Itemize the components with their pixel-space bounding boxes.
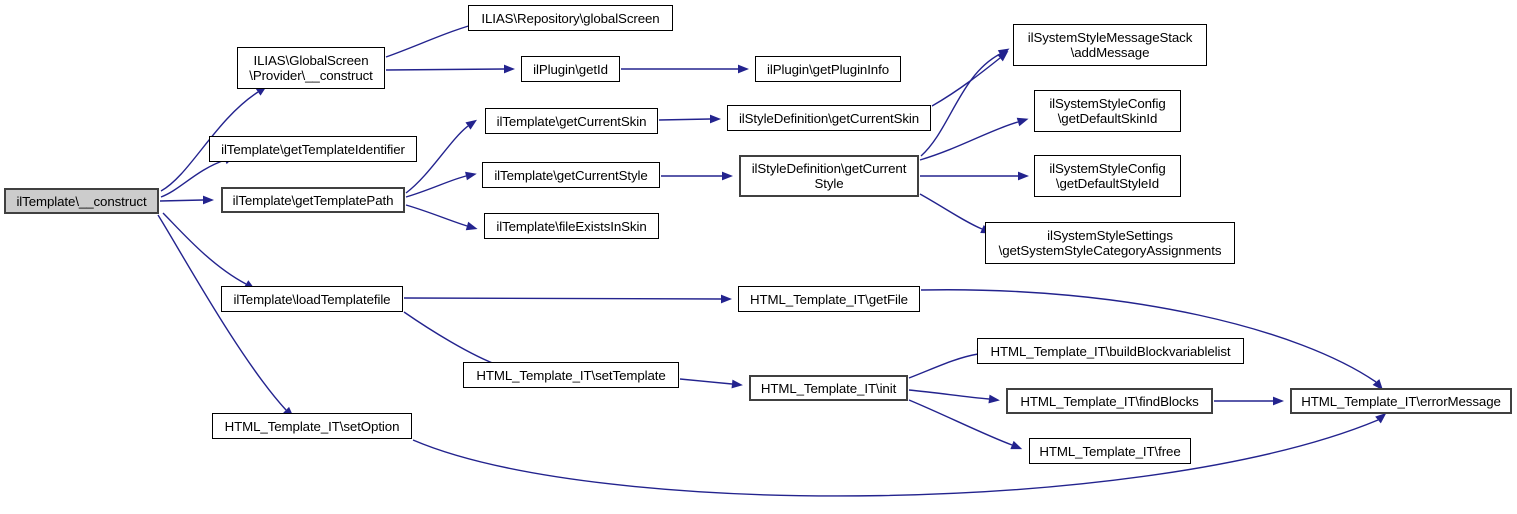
arrowhead-findblocks-to-errormessage	[1273, 396, 1284, 406]
graph-node-setoption[interactable]: HTML_Template_IT\setOption	[212, 413, 412, 439]
arrowhead-gettemplatepath-to-fileexistsinskin	[465, 221, 478, 231]
graph-node-init[interactable]: HTML_Template_IT\init	[749, 375, 908, 401]
graph-node-label: ilPlugin\getId	[533, 61, 608, 77]
graph-node-getcurrentskin[interactable]: ilTemplate\getCurrentSkin	[485, 108, 658, 134]
edge-init-to-findblocks	[908, 389, 990, 400]
arrowhead-sdgetcurrentstyle-to-addmessage	[997, 48, 1010, 58]
graph-node-buildblockvarlist[interactable]: HTML_Template_IT\buildBlockvariablelist	[977, 338, 1244, 364]
graph-node-label: ilSystemStyleSettings \getSystemStyleCat…	[998, 228, 1222, 258]
edge-sdgetcurrentstyle-to-categoryassign	[919, 193, 983, 230]
graph-node-label: HTML_Template_IT\setTemplate	[476, 367, 666, 383]
graph-node-label: ilSystemStyleMessageStack \addMessage	[1027, 30, 1193, 60]
graph-node-label: ILIAS\Repository\globalScreen	[481, 10, 660, 26]
arrowhead-init-to-free	[1010, 440, 1023, 450]
graph-node-label: ilTemplate\getCurrentSkin	[496, 113, 647, 129]
edge-root-to-loadtemplatefile	[162, 212, 247, 285]
edge-gettemplatepath-to-fileexistsinskin	[405, 204, 468, 227]
graph-node-sdgetcurrentstyle[interactable]: ilStyleDefinition\getCurrent Style	[739, 155, 919, 197]
edge-sdgetcurrentskin-to-addmessage	[931, 57, 1001, 107]
arrowhead-getcurrentskin-to-sdgetcurrentskin	[710, 114, 721, 124]
arrowhead-init-to-findblocks	[988, 394, 1000, 404]
graph-node-label: HTML_Template_IT\findBlocks	[1020, 393, 1199, 409]
graph-node-free[interactable]: HTML_Template_IT\free	[1029, 438, 1191, 464]
arrowhead-root-to-gettemplatepath	[203, 195, 214, 205]
graph-node-fileexistsinskin[interactable]: ilTemplate\fileExistsInSkin	[484, 213, 659, 239]
arrowhead-sdgetcurrentstyle-to-getdefaultskinid	[1016, 117, 1029, 127]
edge-init-to-free	[908, 399, 1013, 446]
graph-node-label: ilSystemStyleConfig \getDefaultSkinId	[1049, 96, 1166, 126]
graph-node-getfile[interactable]: HTML_Template_IT\getFile	[738, 286, 920, 312]
graph-node-label: ilTemplate\loadTemplatefile	[233, 291, 391, 307]
graph-node-label: ilPlugin\getPluginInfo	[767, 61, 889, 77]
edge-sdgetcurrentstyle-to-getdefaultskinid	[919, 121, 1019, 161]
graph-node-addmessage[interactable]: ilSystemStyleMessageStack \addMessage	[1013, 24, 1207, 66]
graph-node-label: HTML_Template_IT\buildBlockvariablelist	[990, 343, 1231, 359]
graph-node-label: ilTemplate\__construct	[16, 193, 147, 209]
arrowhead-settemplate-to-init	[731, 379, 743, 389]
graph-node-label: ilTemplate\getTemplateIdentifier	[221, 141, 405, 157]
graph-node-label: ilStyleDefinition\getCurrentSkin	[738, 110, 920, 126]
graph-node-getdefaultstyleid[interactable]: ilSystemStyleConfig \getDefaultStyleId	[1034, 155, 1181, 197]
arrowhead-getcurrentstyle-to-sdgetcurrentstyle	[722, 171, 733, 181]
graph-node-errormessage[interactable]: HTML_Template_IT\errorMessage	[1290, 388, 1512, 414]
graph-node-label: ilTemplate\getCurrentStyle	[494, 167, 648, 183]
edge-root-to-setoption	[157, 214, 287, 411]
graph-node-loadtemplatefile[interactable]: ilTemplate\loadTemplatefile	[221, 286, 403, 312]
graph-node-label: ILIAS\GlobalScreen \Provider\__construct	[249, 53, 373, 83]
edge-root-to-gsprovider	[160, 91, 259, 192]
arrowhead-gettemplatepath-to-getcurrentskin	[465, 119, 478, 130]
edge-root-to-gettemplatepath	[159, 199, 204, 202]
graph-node-findblocks[interactable]: HTML_Template_IT\findBlocks	[1006, 388, 1213, 414]
arrowhead-getid-to-getplugininfo	[738, 64, 749, 74]
graph-node-root[interactable]: ilTemplate\__construct	[4, 188, 159, 214]
arrowhead-loadtemplatefile-to-getfile	[721, 294, 732, 304]
arrowhead-getfile-to-errormessage	[1372, 379, 1384, 391]
edge-setoption-to-errormessage	[412, 419, 1379, 497]
edge-getcurrentskin-to-sdgetcurrentskin	[658, 118, 711, 121]
graph-node-label: ilTemplate\fileExistsInSkin	[496, 218, 647, 234]
arrowhead-gettemplatepath-to-getcurrentstyle	[465, 171, 477, 181]
graph-node-label: HTML_Template_IT\errorMessage	[1301, 393, 1501, 409]
graph-node-label: HTML_Template_IT\init	[760, 380, 897, 396]
graph-node-getplugininfo[interactable]: ilPlugin\getPluginInfo	[755, 56, 901, 82]
graph-node-label: HTML_Template_IT\free	[1039, 443, 1181, 459]
graph-node-getid[interactable]: ilPlugin\getId	[521, 56, 620, 82]
edge-init-to-buildblockvarlist	[908, 353, 979, 379]
graph-node-getdefaultskinid[interactable]: ilSystemStyleConfig \getDefaultSkinId	[1034, 90, 1181, 132]
graph-node-label: ilSystemStyleConfig \getDefaultStyleId	[1049, 161, 1166, 191]
edge-loadtemplatefile-to-settemplate	[403, 311, 501, 367]
edge-getfile-to-errormessage	[920, 289, 1377, 383]
edge-gettemplatepath-to-getcurrentskin	[405, 125, 469, 194]
graph-node-settemplate[interactable]: HTML_Template_IT\setTemplate	[463, 362, 679, 388]
graph-node-label: ilStyleDefinition\getCurrent Style	[751, 161, 907, 191]
edge-gsprovider-to-getid	[385, 68, 505, 71]
arrowhead-sdgetcurrentstyle-to-getdefaultstyleid	[1018, 171, 1029, 181]
arrowhead-gsprovider-to-getid	[504, 64, 515, 74]
graph-node-gettemplatepath[interactable]: ilTemplate\getTemplatePath	[221, 187, 405, 213]
edge-sdgetcurrentstyle-to-addmessage	[920, 53, 1001, 157]
arrowhead-setoption-to-errormessage	[1375, 412, 1387, 424]
graph-node-gettemplateid[interactable]: ilTemplate\getTemplateIdentifier	[209, 136, 417, 162]
graph-node-label: HTML_Template_IT\setOption	[224, 418, 400, 434]
graph-node-gsprovider[interactable]: ILIAS\GlobalScreen \Provider\__construct	[237, 47, 385, 89]
graph-node-categoryassign[interactable]: ilSystemStyleSettings \getSystemStyleCat…	[985, 222, 1235, 264]
graph-node-sdgetcurrentskin[interactable]: ilStyleDefinition\getCurrentSkin	[727, 105, 931, 131]
edge-settemplate-to-init	[679, 378, 733, 385]
graph-node-getcurrentstyle[interactable]: ilTemplate\getCurrentStyle	[482, 162, 660, 188]
graph-node-repoglobalscreen[interactable]: ILIAS\Repository\globalScreen	[468, 5, 673, 31]
edge-loadtemplatefile-to-getfile	[403, 297, 722, 300]
graph-node-label: HTML_Template_IT\getFile	[750, 291, 908, 307]
edge-gettemplatepath-to-getcurrentstyle	[405, 175, 467, 198]
graph-node-label: ilTemplate\getTemplatePath	[232, 192, 394, 208]
edge-root-to-gettemplateid	[160, 159, 226, 198]
